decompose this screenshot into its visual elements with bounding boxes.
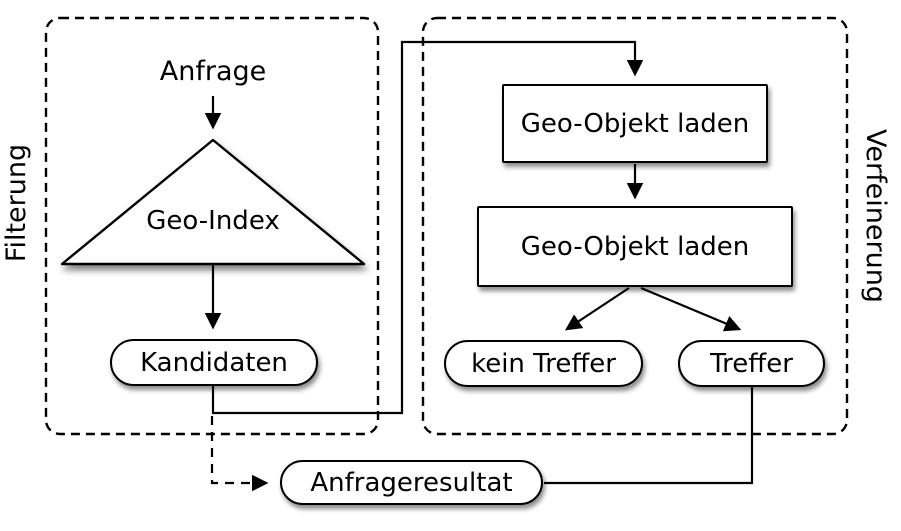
node-candidates: Kandidaten bbox=[110, 339, 318, 386]
refinement-phase-label: Verfeinerung bbox=[860, 129, 891, 303]
edge-hit-to-result bbox=[544, 387, 754, 485]
node-load-object-1-label: Geo-Objekt laden bbox=[520, 108, 750, 139]
refinement-phase-box bbox=[421, 16, 849, 436]
edge-load2-to-hit bbox=[640, 286, 742, 332]
node-load-object-2-label: Geo-Objekt laden bbox=[520, 231, 750, 262]
node-query-result: Anfrageresultat bbox=[280, 460, 543, 505]
node-no-hit: kein Treffer bbox=[444, 340, 643, 387]
node-no-hit-label: kein Treffer bbox=[471, 348, 616, 379]
node-load-object-1: Geo-Objekt laden bbox=[502, 84, 768, 163]
node-hit: Treffer bbox=[678, 340, 825, 387]
node-load-object-2: Geo-Objekt laden bbox=[477, 206, 793, 287]
geo-index-triangle bbox=[60, 138, 366, 266]
node-geo-index-label: Geo-Index bbox=[146, 206, 280, 236]
node-query-result-label: Anfrageresultat bbox=[310, 467, 513, 498]
edge-load2-to-nohit bbox=[564, 287, 630, 331]
node-query: Anfrage bbox=[159, 56, 267, 87]
filtering-phase-label: Filterung bbox=[1, 143, 32, 263]
edge-candidates-to-load1 bbox=[211, 40, 644, 415]
edge-candidates-to-result-dashed bbox=[210, 416, 269, 492]
node-candidates-label: Kandidaten bbox=[140, 347, 288, 378]
node-hit-label: Treffer bbox=[710, 348, 793, 379]
